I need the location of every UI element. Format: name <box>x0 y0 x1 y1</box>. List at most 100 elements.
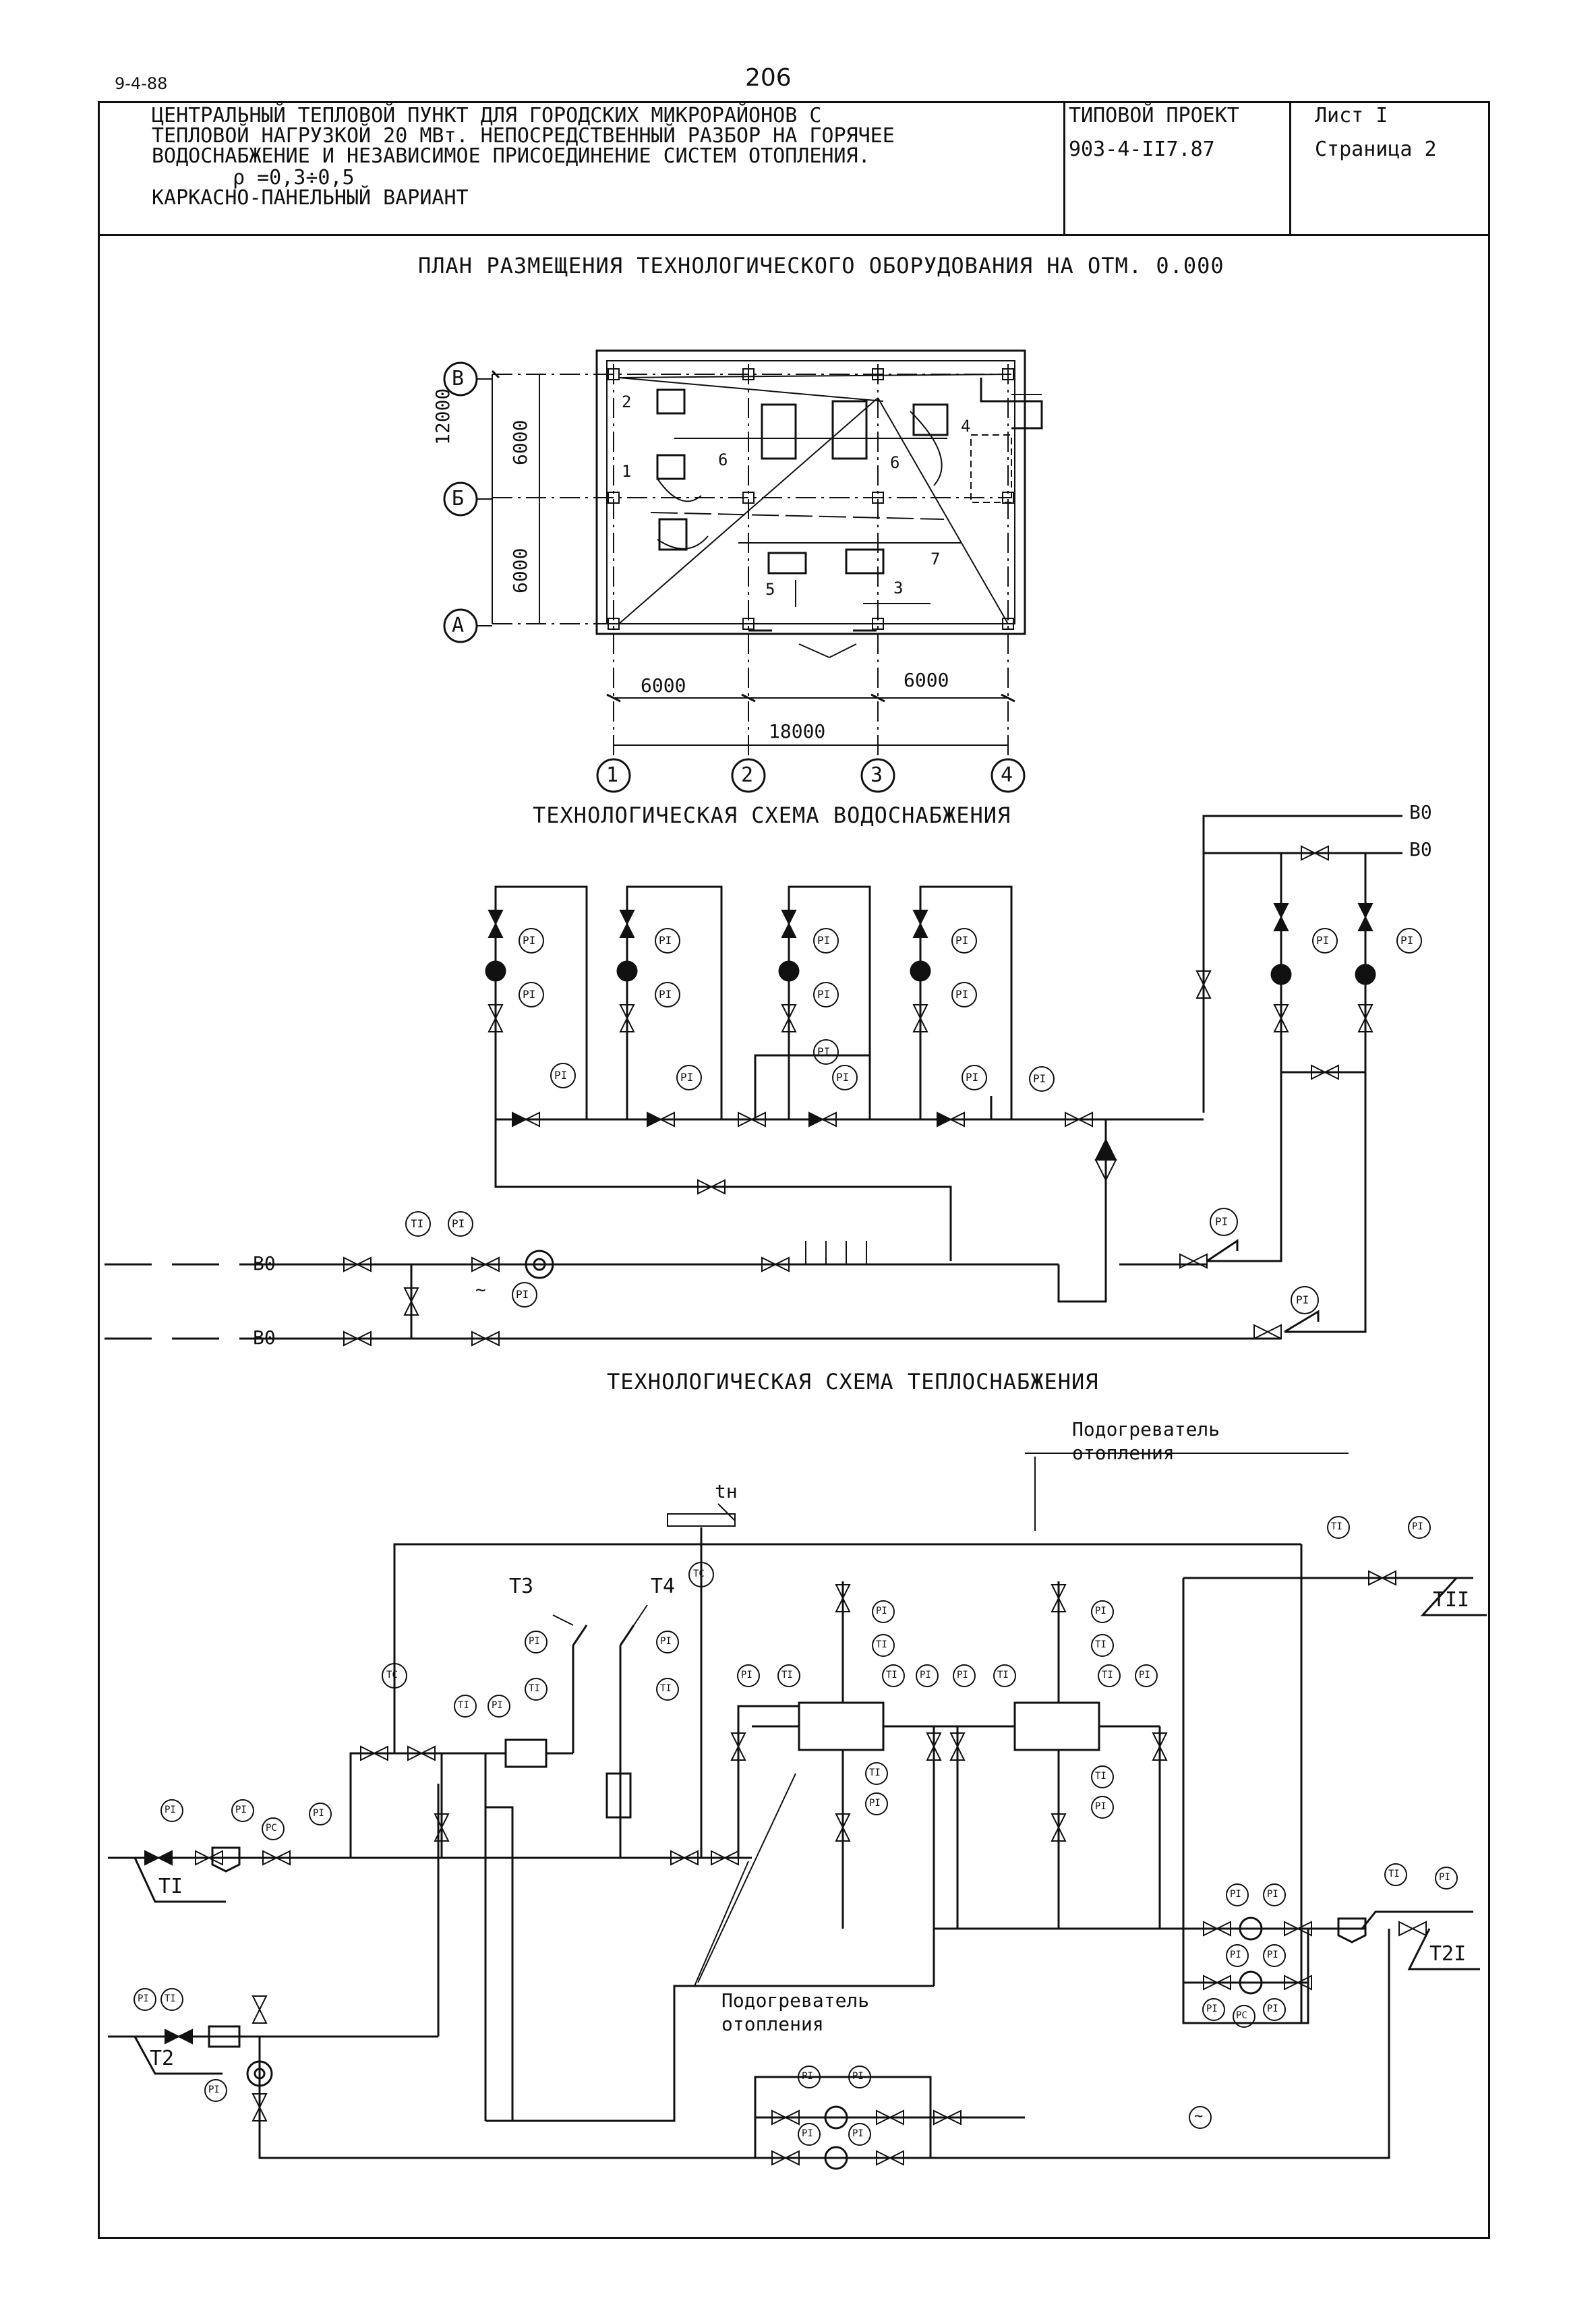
line-label-t2: T2 <box>150 2047 175 2070</box>
heat-pi-10: PI <box>869 1798 881 1809</box>
title-line-3: ВОДОСНАБЖЕНИЕ И НЕЗАВИСИМОЕ ПРИСОЕДИНЕНИ… <box>152 144 870 168</box>
heat-ti-9: TI <box>1095 1639 1106 1650</box>
title-line-5: КАРКАСНО-ПАНЕЛЬНЫЙ ВАРИАНТ <box>152 186 469 210</box>
heat-pi-6: PI <box>660 1636 672 1647</box>
heat-ti-5: TI <box>876 1639 887 1650</box>
inlet-line-label-1: В0 <box>253 1252 276 1275</box>
pi-20: PI <box>1296 1293 1309 1306</box>
outdoor-sensor-label: tн <box>715 1480 738 1502</box>
title-line-2: ТЕПЛОВОЙ НАГРУЗКОЙ 20 МВт. НЕПОСРЕДСТВЕН… <box>152 124 895 148</box>
pi-5: PI <box>817 934 831 947</box>
axis-label-v: В <box>452 367 465 390</box>
heat-pi-23: PI <box>138 1993 149 2004</box>
pi-16: PI <box>1033 1072 1046 1085</box>
pi-1: PI <box>523 934 536 947</box>
project-number: 903-4-II7.87 <box>1069 138 1215 161</box>
heat-pi-4: PI <box>492 1700 503 1711</box>
sheet-label: Лист I <box>1315 104 1388 127</box>
pi-6: PI <box>817 988 831 1001</box>
line-label-t21: T2I <box>1429 1942 1467 1966</box>
heat-pc-2: PC <box>1236 2010 1247 2021</box>
axis-label-4: 4 <box>1001 763 1013 787</box>
pi-8: PI <box>955 988 969 1001</box>
pi-17: PI <box>452 1217 465 1230</box>
drawing-frame <box>98 101 1490 2239</box>
heat-scheme-heading: ТЕХНОЛОГИЧЕСКАЯ СХЕМА ТЕПЛОСНАБЖЕНИЯ <box>607 1369 1099 1395</box>
dim-6000-right: 6000 <box>904 669 949 691</box>
outlet-line-label-1: В0 <box>1409 801 1432 823</box>
equipment-label-6b: 6 <box>890 453 900 472</box>
pi-3: PI <box>659 934 672 947</box>
pi-7: PI <box>955 934 969 947</box>
line-label-t1: TI <box>158 1875 183 1898</box>
heat-pi-28: PI <box>852 2128 864 2139</box>
heat-tc-2: TC <box>693 1569 705 1579</box>
heat-flow-meter-symbol: ~ <box>1194 2108 1204 2125</box>
heat-ti-11: TI <box>1095 1771 1106 1782</box>
heat-pi-25: PI <box>802 2071 813 2082</box>
axis-label-2: 2 <box>741 763 754 787</box>
inlet-line-label-2: В0 <box>253 1326 276 1349</box>
axis-label-1: 1 <box>606 763 619 787</box>
heat-pi-11: PI <box>957 1670 968 1680</box>
pi-14: PI <box>836 1071 850 1084</box>
heat-ti-2: TI <box>529 1683 540 1694</box>
equipment-label-4: 4 <box>961 417 971 436</box>
dim-18000: 18000 <box>769 720 826 742</box>
pi-4: PI <box>659 988 672 1001</box>
document-code: 9-4-88 <box>115 74 168 93</box>
equipment-label-2: 2 <box>622 392 632 411</box>
equipment-label-7: 7 <box>930 550 941 568</box>
sheet-cell: Лист I Страница 2 <box>1291 101 1488 234</box>
plan-heading: ПЛАН РАЗМЕЩЕНИЯ ТЕХНОЛОГИЧЕСКОГО ОБОРУДО… <box>418 253 1224 279</box>
heat-pc-1: PC <box>266 1823 277 1834</box>
heat-pi-15: PI <box>1412 1521 1423 1532</box>
axis-label-3: 3 <box>870 763 883 787</box>
page-label: Страница 2 <box>1315 138 1437 161</box>
heater-label-top-line2: отопления <box>1072 1442 1175 1464</box>
equipment-label-5: 5 <box>765 580 775 599</box>
heat-pi-27: PI <box>802 2128 813 2139</box>
equipment-label-3: 3 <box>893 579 904 597</box>
dim-6000-left: 6000 <box>641 674 686 697</box>
project-label: ТИПОВОЙ ПРОЕКТ <box>1069 104 1239 127</box>
pi-18: PI <box>516 1288 529 1301</box>
heat-pi-24: PI <box>208 2084 220 2095</box>
page-number: 206 <box>745 64 792 92</box>
title-description-cell: ЦЕНТРАЛЬНЫЙ ТЕПЛОВОЙ ПУНКТ ДЛЯ ГОРОДСКИХ… <box>98 101 1065 234</box>
water-scheme-heading: ТЕХНОЛОГИЧЕСКАЯ СХЕМА ВОДОСНАБЖЕНИЯ <box>533 802 1011 828</box>
pi-15: PI <box>966 1071 979 1084</box>
title-line-4: ρ =0,3÷0,5 <box>233 166 355 189</box>
heat-pi-3: PI <box>313 1808 324 1819</box>
heat-ti-3: TI <box>660 1683 672 1694</box>
title-line-1: ЦЕНТРАЛЬНЫЙ ТЕПЛОВОЙ ПУНКТ ДЛЯ ГОРОДСКИХ… <box>152 104 822 127</box>
heat-pi-14: PI <box>1095 1801 1106 1812</box>
heat-pi-21: PI <box>1267 2003 1278 2014</box>
heat-ti-13: TI <box>1388 1869 1400 1879</box>
equipment-label-6a: 6 <box>718 450 728 469</box>
heat-ti-10: TI <box>1102 1670 1113 1680</box>
heat-pi-5: PI <box>529 1636 540 1647</box>
heat-pi-22: PI <box>1439 1872 1450 1883</box>
heater-label-bottom-line1: Подогреватель <box>721 1989 870 2012</box>
heat-pi-19: PI <box>1267 1950 1278 1960</box>
heat-ti-7: TI <box>869 1767 881 1778</box>
pi-13: PI <box>817 1045 831 1058</box>
pi-2: PI <box>523 988 536 1001</box>
ti-1: TI <box>411 1217 424 1230</box>
pi-12: PI <box>680 1071 694 1084</box>
pi-19: PI <box>1215 1215 1229 1228</box>
outlet-line-label-2: В0 <box>1409 838 1432 860</box>
heat-ti-12: TI <box>1331 1521 1342 1532</box>
equipment-label-1: 1 <box>622 462 632 481</box>
line-label-t11: TII <box>1433 1588 1470 1612</box>
pi-11: PI <box>554 1069 568 1082</box>
heat-pi-1: PI <box>165 1805 176 1815</box>
heat-pi-17: PI <box>1267 1889 1278 1900</box>
axis-label-a: А <box>452 614 465 637</box>
heat-pi-9: PI <box>920 1670 931 1680</box>
flow-meter-symbol: ~ <box>475 1280 486 1300</box>
project-cell: ТИПОВОЙ ПРОЕКТ 903-4-II7.87 <box>1065 101 1291 234</box>
heat-ti-1: TI <box>458 1700 469 1711</box>
